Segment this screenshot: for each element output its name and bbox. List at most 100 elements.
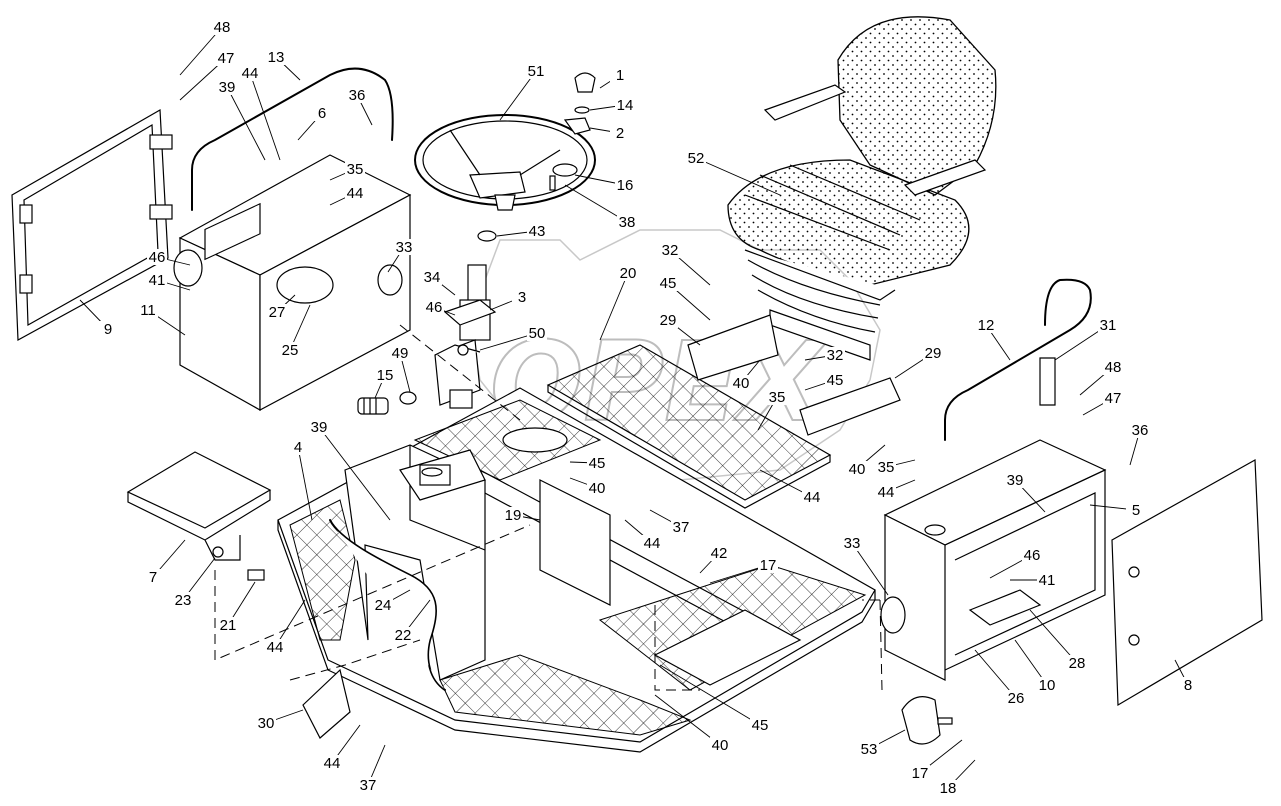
callout-35a: 35 — [347, 161, 364, 178]
small-cover-plate — [302, 668, 351, 739]
callout-16: 16 — [617, 177, 634, 194]
callout-46a: 46 — [149, 249, 166, 266]
callout-6: 6 — [318, 105, 326, 122]
callout-bg-44g — [322, 755, 342, 771]
callout-bg-33b — [842, 535, 862, 551]
leader-line-39b — [318, 426, 391, 521]
callout-bg-31 — [1098, 317, 1118, 333]
callout-11: 11 — [140, 302, 156, 319]
callout-44f: 44 — [804, 489, 821, 506]
callout-23: 23 — [175, 592, 192, 609]
steering-wheel — [414, 114, 596, 211]
callout-10: 10 — [1039, 677, 1056, 694]
callout-33a: 33 — [396, 239, 413, 256]
callout-15: 15 — [377, 367, 394, 384]
callout-28: 28 — [1069, 655, 1086, 672]
callout-20: 20 — [620, 265, 637, 282]
callout-bg-1 — [610, 67, 630, 83]
callout-bg-32b — [825, 347, 845, 363]
callout-32b: 32 — [827, 347, 844, 364]
leader-line-20 — [599, 272, 629, 341]
callout-44b: 44 — [347, 185, 364, 202]
callout-bg-53 — [859, 741, 879, 757]
callout-27: 27 — [269, 304, 286, 321]
callout-bg-17b — [910, 765, 930, 781]
callout-43: 43 — [529, 223, 546, 240]
callout-bg-47b — [1103, 390, 1123, 406]
callout-bg-35a — [345, 161, 365, 177]
hose-fitting — [357, 397, 389, 415]
callout-40b: 40 — [733, 375, 750, 392]
callout-12: 12 — [978, 317, 995, 334]
support-rod — [1039, 357, 1056, 406]
upper-floor-plate — [546, 344, 832, 509]
callout-42: 42 — [711, 545, 728, 562]
callout-bg-40d — [710, 737, 730, 753]
right-handrail — [944, 278, 1092, 441]
floor-hatch — [653, 609, 802, 686]
callout-bg-44d — [265, 639, 285, 655]
callout-bg-40c — [847, 461, 867, 477]
callout-38: 38 — [619, 214, 636, 231]
assembly-lines — [214, 324, 883, 691]
callout-bg-17a — [758, 557, 778, 573]
callout-bg-23 — [173, 592, 193, 608]
callout-bg-44c — [642, 535, 662, 551]
callout-bg-36a — [347, 87, 367, 103]
leader-line-52 — [695, 157, 781, 196]
callout-bg-45a — [658, 275, 678, 291]
callout-bg-4 — [288, 439, 308, 455]
callout-3: 3 — [518, 289, 526, 306]
callout-bg-37b — [358, 777, 378, 793]
steering-console — [344, 444, 486, 681]
callout-bg-13 — [266, 49, 286, 65]
leader-line-40d — [654, 694, 721, 746]
callout-5: 5 — [1132, 502, 1140, 519]
callout-bg-22 — [393, 627, 413, 643]
callout-bg-19 — [503, 507, 523, 523]
callout-bg-46a — [147, 249, 167, 265]
leader-line-44a — [249, 72, 281, 161]
o-ring — [399, 391, 417, 405]
callout-bg-45c — [587, 455, 607, 471]
leader-line-38 — [564, 184, 628, 223]
callout-40c: 40 — [849, 461, 866, 478]
leader-line-4 — [297, 446, 313, 521]
callout-bg-46c — [1022, 547, 1042, 563]
callout-44e: 44 — [878, 484, 895, 501]
callout-47a: 47 — [218, 50, 235, 67]
callout-4: 4 — [294, 439, 302, 456]
leader-line-33b — [851, 542, 889, 596]
callout-52: 52 — [688, 150, 705, 167]
callout-bg-40b — [731, 375, 751, 391]
callout-bg-29b — [923, 345, 943, 361]
seat-bracket-left — [687, 314, 779, 381]
callout-2: 2 — [616, 125, 624, 142]
callout-bg-49 — [390, 345, 410, 361]
callout-bg-8 — [1178, 677, 1198, 693]
cover-plate — [539, 479, 611, 606]
callout-bg-48b — [1103, 359, 1123, 375]
callout-bg-39b — [309, 419, 329, 435]
callout-bg-29a — [658, 312, 678, 328]
callout-bg-10 — [1037, 677, 1057, 693]
callout-1: 1 — [616, 67, 624, 84]
callout-47b: 47 — [1105, 390, 1122, 407]
callout-39c: 39 — [1007, 472, 1024, 489]
callout-bg-41b — [1037, 572, 1057, 588]
callout-bg-35b — [767, 389, 787, 405]
callout-36a: 36 — [349, 87, 366, 104]
callout-bg-36b — [1130, 422, 1150, 438]
callout-bg-33a — [394, 239, 414, 255]
callout-9: 9 — [104, 321, 112, 338]
callout-37b: 37 — [360, 777, 377, 794]
callout-45b: 45 — [827, 372, 844, 389]
callout-24: 24 — [375, 597, 392, 614]
callout-bg-25 — [280, 342, 300, 358]
callout-29a: 29 — [660, 312, 677, 329]
callout-bg-30 — [256, 715, 276, 731]
callout-36b: 36 — [1132, 422, 1149, 439]
callout-bg-35c — [876, 459, 896, 475]
callout-48b: 48 — [1105, 359, 1122, 376]
